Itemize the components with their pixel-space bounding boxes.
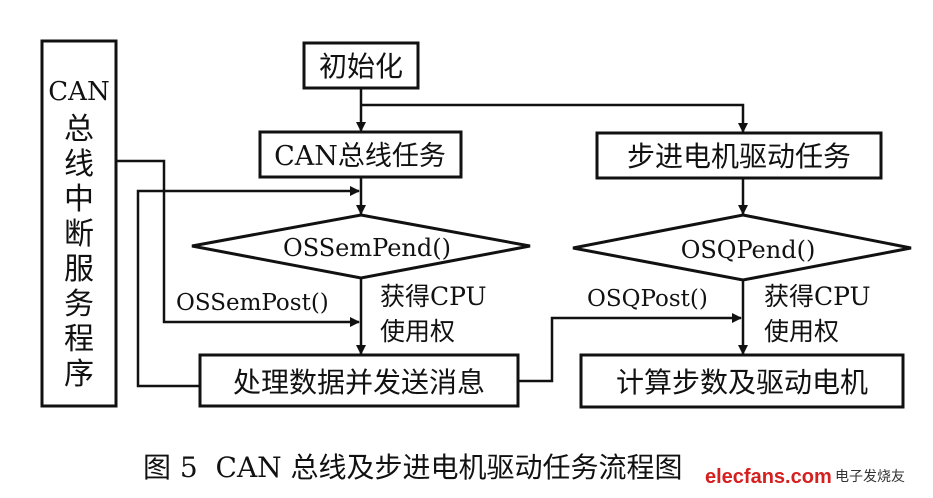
isr-label-char: 序 <box>64 357 94 392</box>
isr-label-char: 中 <box>64 182 94 217</box>
label-ossempost: OSSemPost() <box>176 290 329 316</box>
node-init: 初始化 <box>302 41 420 90</box>
node-stepper-task: 步进电机驱动任务 <box>595 131 883 180</box>
node-qpend-label: OSQPend() <box>681 236 816 264</box>
arrow-init-to-stepper-task <box>361 103 748 133</box>
watermark-site: elecfans.com <box>705 466 832 488</box>
isr-label-char: 总 <box>64 112 94 147</box>
isr-label-char: 程 <box>64 322 94 357</box>
label-use-right: 使用权 <box>380 317 455 346</box>
node-qpend: OSQPend() <box>572 213 912 282</box>
node-compute-label: 计算步数及驱动电机 <box>616 366 868 399</box>
label-got-cpu: 获得CPU <box>380 282 487 311</box>
label-got-cpu: 获得CPU <box>764 282 871 311</box>
watermark-name: 电子发烧友 <box>835 469 905 485</box>
isr-label-char: 断 <box>64 217 94 252</box>
arrow-process-qpost <box>518 313 742 383</box>
figure-caption: 图 5 CAN 总线及步进电机驱动任务流程图 <box>143 451 683 484</box>
watermark-logo: elecfans.com 电子发烧友 <box>705 466 905 488</box>
node-sempend: OSSemPend() <box>191 213 531 280</box>
label-use-right: 使用权 <box>764 317 839 346</box>
node-sempend-label: OSSemPend() <box>283 234 451 262</box>
node-compute: 计算步数及驱动电机 <box>579 353 905 409</box>
node-can-task: CAN总线任务 <box>258 130 463 179</box>
isr-box: CAN 总 线 中 断 服 务 程 序 <box>40 39 118 408</box>
isr-label-char: 务 <box>64 287 94 322</box>
arrow-process-loop <box>136 186 360 388</box>
node-stepper-task-label: 步进电机驱动任务 <box>627 140 851 173</box>
node-can-task-label: CAN总线任务 <box>274 141 446 172</box>
node-process: 处理数据并发送消息 <box>198 353 520 408</box>
node-process-label: 处理数据并发送消息 <box>233 366 485 399</box>
isr-label-en: CAN <box>48 77 109 107</box>
node-init-label: 初始化 <box>319 50 403 83</box>
connectors <box>116 88 748 388</box>
label-osqpost: OSQPost() <box>587 286 708 312</box>
arrow-isr-sempost <box>116 159 360 327</box>
isr-label-char: 服 <box>64 252 94 287</box>
isr-label-char: 线 <box>64 147 94 182</box>
